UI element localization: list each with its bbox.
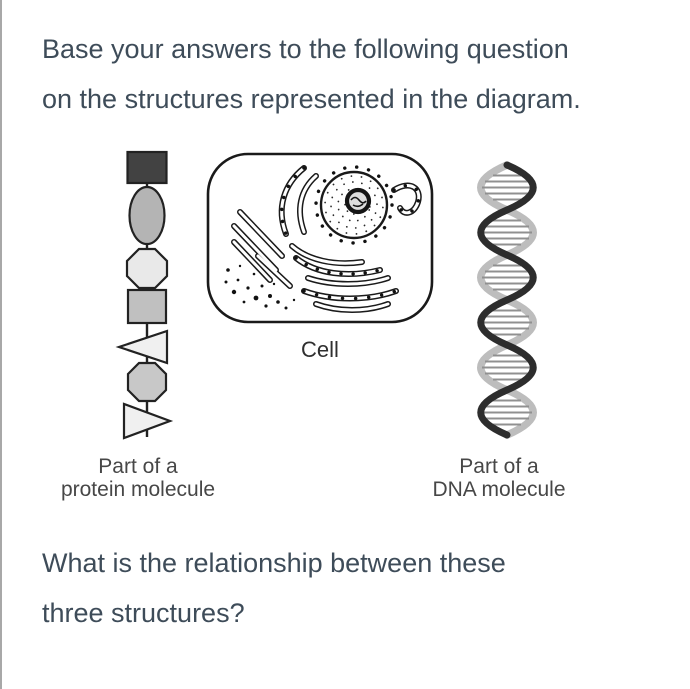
nucleolus-squiggle — [350, 196, 367, 208]
dna-caption-line-2: DNA molecule — [432, 478, 566, 501]
protein-caption: Part of a protein molecule — [38, 455, 238, 501]
intro-line-1: Base your answers to the following quest… — [42, 34, 569, 64]
chain-gray-square — [126, 288, 168, 325]
chain-oval — [128, 185, 166, 246]
golgi-left-stack — [231, 209, 293, 289]
question-line-2: three structures? — [42, 598, 245, 628]
dna-caption-line-1: Part of a — [459, 455, 539, 478]
chain-gray-octagon — [126, 361, 168, 403]
chain-light-octagon — [125, 247, 169, 290]
protein-chain-figure — [115, 150, 174, 440]
nucleus — [314, 165, 394, 245]
question-paragraph: What is the relationship between these t… — [42, 538, 506, 638]
cell-figure — [206, 152, 434, 324]
free-ribosomes — [224, 264, 296, 310]
dna-caption: Part of a DNA molecule — [399, 455, 599, 501]
nuclear-membrane-ribosomes — [314, 165, 394, 245]
dna-dark-strand — [477, 161, 537, 439]
intro-paragraph: Base your answers to the following quest… — [42, 24, 581, 124]
protein-caption-line-2: protein molecule — [60, 478, 216, 501]
chain-left-triangle — [115, 329, 169, 365]
question-line-1: What is the relationship between these — [42, 548, 506, 578]
dna-helix-figure — [477, 161, 537, 439]
nucleolus — [344, 187, 372, 215]
endoplasmic-reticulum — [278, 165, 422, 277]
intro-line-2: on the structures represented in the dia… — [42, 84, 581, 114]
protein-caption-line-1: Part of a — [98, 455, 178, 478]
cell-caption: Cell — [301, 337, 339, 362]
chain-dark-square — [126, 150, 168, 185]
dna-base-pair-rungs — [482, 174, 532, 426]
golgi-apparatus — [301, 275, 399, 313]
chain-right-triangle — [122, 402, 174, 440]
